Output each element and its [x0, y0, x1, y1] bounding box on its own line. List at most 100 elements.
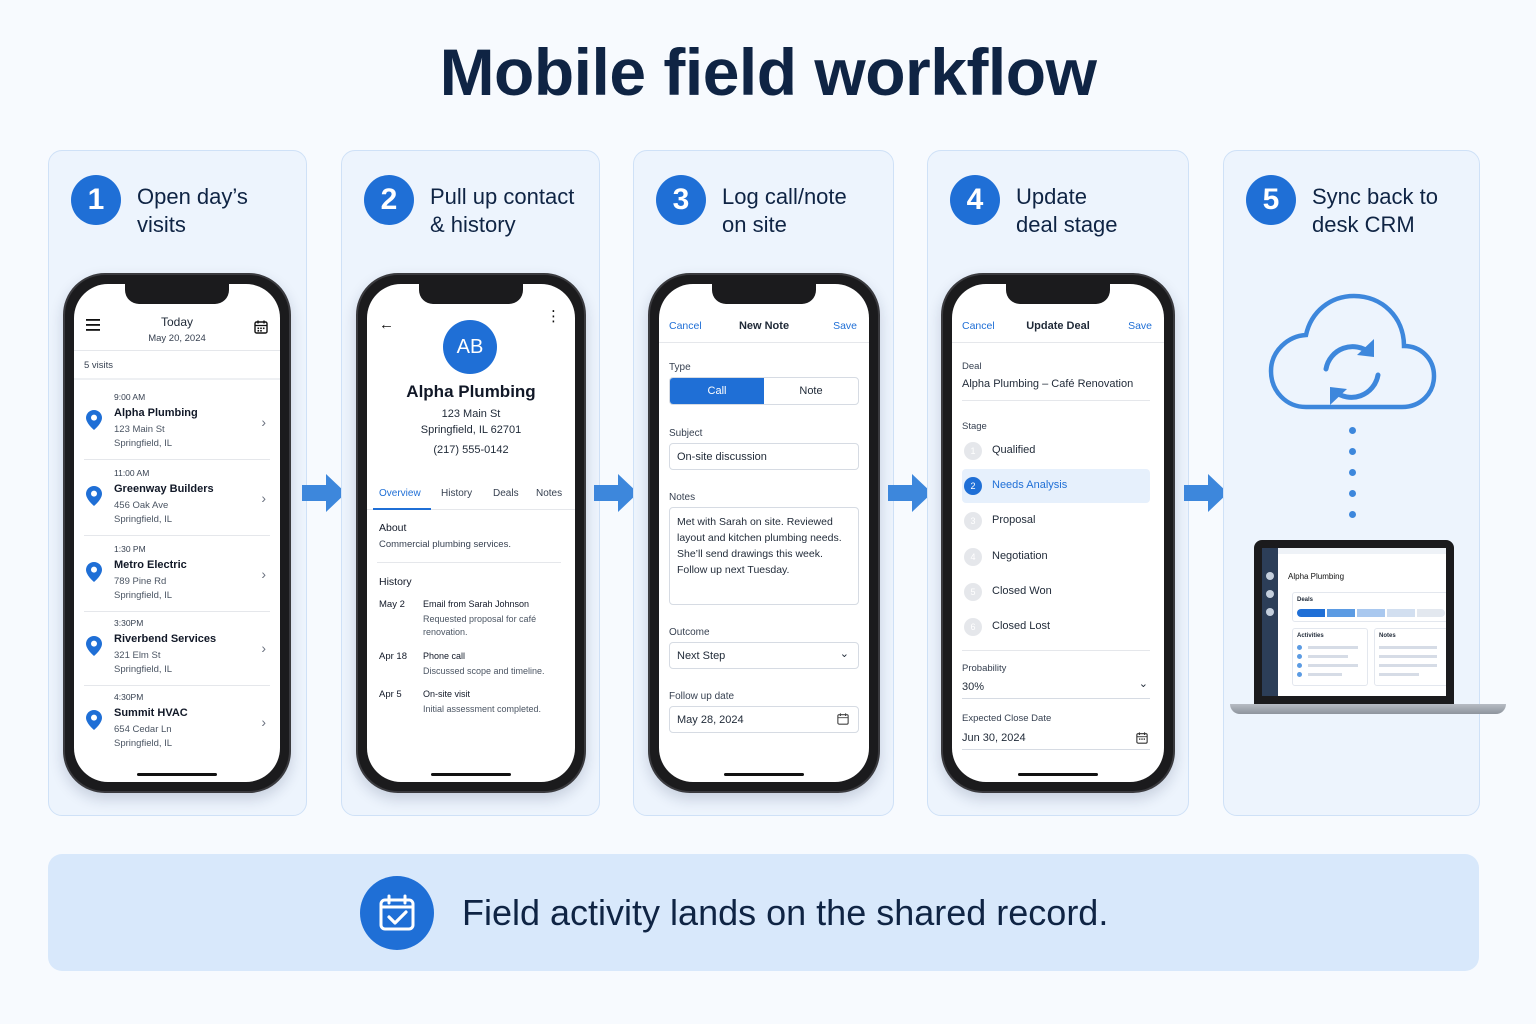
stage-item-1[interactable]: 1 Qualified	[962, 434, 1150, 468]
chevron-right-icon: ›	[261, 640, 266, 656]
visits-header-date: May 20, 2024	[148, 333, 206, 344]
divider	[962, 400, 1150, 401]
home-indicator	[431, 773, 511, 776]
menu-icon[interactable]	[86, 319, 100, 334]
divider	[377, 562, 561, 563]
contact-screen: ← ⋮ AB Alpha Plumbing 123 Main St Spring…	[367, 284, 575, 782]
calendar-icon	[1136, 732, 1148, 744]
step-header-5: 5 Sync back to desk CRM	[1246, 175, 1438, 239]
visit-time: 3:30PM	[114, 618, 144, 628]
step-number-1: 1	[71, 175, 121, 225]
contact-phone[interactable]: (217) 555-0142	[433, 444, 509, 456]
visit-item-1[interactable]: 9:00 AM Alpha Plumbing 123 Main St Spring…	[84, 384, 270, 460]
stage-item-5[interactable]: 5 Closed Won	[962, 575, 1150, 609]
back-arrow-icon[interactable]: ←	[379, 316, 394, 333]
probability-select[interactable]: 30% ⌄	[962, 677, 1150, 699]
divider	[962, 650, 1150, 651]
follow-up-date-input[interactable]: May 28, 2024	[669, 706, 859, 733]
tab-notes[interactable]: Notes	[536, 488, 563, 499]
divider	[74, 350, 280, 351]
step-panel-3: 3 Log call/note on site Cancel New Note …	[633, 150, 894, 816]
visit-city: Springfield, IL	[114, 438, 173, 449]
history-desc: Requested proposal for café renovation.	[423, 614, 537, 637]
crm-notes-label: Notes	[1379, 633, 1396, 639]
type-option-note[interactable]: Note	[799, 385, 823, 397]
divider	[84, 685, 270, 686]
outcome-label: Outcome	[669, 627, 710, 638]
crm-deals-card: Deals	[1292, 592, 1446, 622]
chevron-right-icon: ›	[261, 566, 266, 582]
step-header-3: 3 Log call/note on site	[656, 175, 847, 239]
close-date-input[interactable]: Jun 30, 2024	[962, 728, 1150, 750]
visit-city: Springfield, IL	[114, 590, 173, 601]
footer-text: Field activity lands on the shared recor…	[462, 892, 1109, 933]
stage-number: 6	[964, 618, 982, 636]
location-pin-icon	[86, 710, 102, 730]
outcome-select[interactable]: Next Step ⌄	[669, 642, 859, 669]
history-label: History	[379, 576, 412, 588]
step-header-1: 1 Open day’s visits	[71, 175, 248, 239]
stage-item-6[interactable]: 6 Closed Lost	[962, 610, 1150, 644]
deal-label: Deal	[962, 361, 982, 372]
arrow-right-icon	[1184, 474, 1228, 512]
visit-name: Greenway Builders	[114, 483, 214, 495]
chevron-right-icon: ›	[261, 714, 266, 730]
save-button[interactable]: Save	[1128, 320, 1152, 332]
stage-number: 5	[964, 583, 982, 601]
visit-name: Alpha Plumbing	[114, 407, 198, 419]
visit-name: Metro Electric	[114, 559, 187, 571]
location-pin-icon	[86, 562, 102, 582]
note-screen: Cancel New Note Save Type Call Note Subj…	[659, 284, 869, 782]
stage-item-2[interactable]: 2 Needs Analysis	[962, 469, 1150, 503]
stage-number: 4	[964, 548, 982, 566]
cancel-button[interactable]: Cancel	[962, 320, 995, 332]
type-label: Type	[669, 362, 691, 373]
laptop-base	[1230, 704, 1506, 714]
type-option-call[interactable]: Call	[670, 378, 764, 404]
tab-overview[interactable]: Overview	[379, 488, 421, 499]
probability-label: Probability	[962, 663, 1007, 674]
history-desc: Discussed scope and timeline.	[423, 666, 545, 676]
calendar-icon[interactable]	[254, 320, 268, 337]
save-button[interactable]: Save	[833, 320, 857, 332]
divider	[74, 378, 280, 380]
cancel-button[interactable]: Cancel	[669, 320, 702, 332]
calendar-check-icon	[360, 876, 434, 950]
visit-address: 123 Main St Springfield, IL	[114, 423, 172, 451]
history-date: May 2	[379, 599, 405, 610]
chevron-right-icon: ›	[261, 414, 266, 430]
crm-pipeline-bar	[1297, 609, 1445, 617]
visit-time: 4:30PM	[114, 692, 144, 702]
visit-street: 123 Main St	[114, 424, 165, 435]
crm-notes-card: Notes	[1374, 628, 1446, 686]
stage-name: Needs Analysis	[992, 479, 1068, 491]
subject-input[interactable]: On-site discussion	[669, 443, 859, 470]
laptop-screen: Alpha Plumbing Deals Activities	[1262, 548, 1446, 696]
visit-count: 5 visits	[84, 360, 114, 371]
history-date: Apr 18	[379, 651, 407, 662]
dotted-connector	[1349, 427, 1357, 518]
stage-item-4[interactable]: 4 Negotiation	[962, 540, 1150, 574]
step-panel-5: 5 Sync back to desk CRM Alpha Plumbing	[1223, 150, 1506, 816]
crm-sidebar	[1262, 548, 1278, 696]
stage-item-3[interactable]: 3 Proposal	[962, 504, 1150, 538]
history-desc: Initial assessment completed.	[423, 704, 542, 714]
tab-deals[interactable]: Deals	[493, 488, 519, 499]
more-options-icon[interactable]: ⋮	[546, 308, 561, 325]
step-title-5: Sync back to desk CRM	[1312, 184, 1438, 237]
calendar-icon	[837, 713, 849, 725]
visit-street: 654 Cedar Ln	[114, 724, 172, 735]
visit-time: 9:00 AM	[114, 392, 146, 402]
tab-history[interactable]: History	[441, 488, 473, 499]
notes-textarea[interactable]: Met with Sarah on site. Reviewed layout …	[669, 507, 859, 605]
visit-address: 654 Cedar Ln Springfield, IL	[114, 723, 172, 751]
visit-city: Springfield, IL	[114, 738, 173, 749]
contact-city: Springfield, IL 62701	[420, 424, 522, 436]
deal-screen: Cancel Update Deal Save Deal Alpha Plumb…	[952, 284, 1164, 782]
stage-number: 3	[964, 512, 982, 530]
